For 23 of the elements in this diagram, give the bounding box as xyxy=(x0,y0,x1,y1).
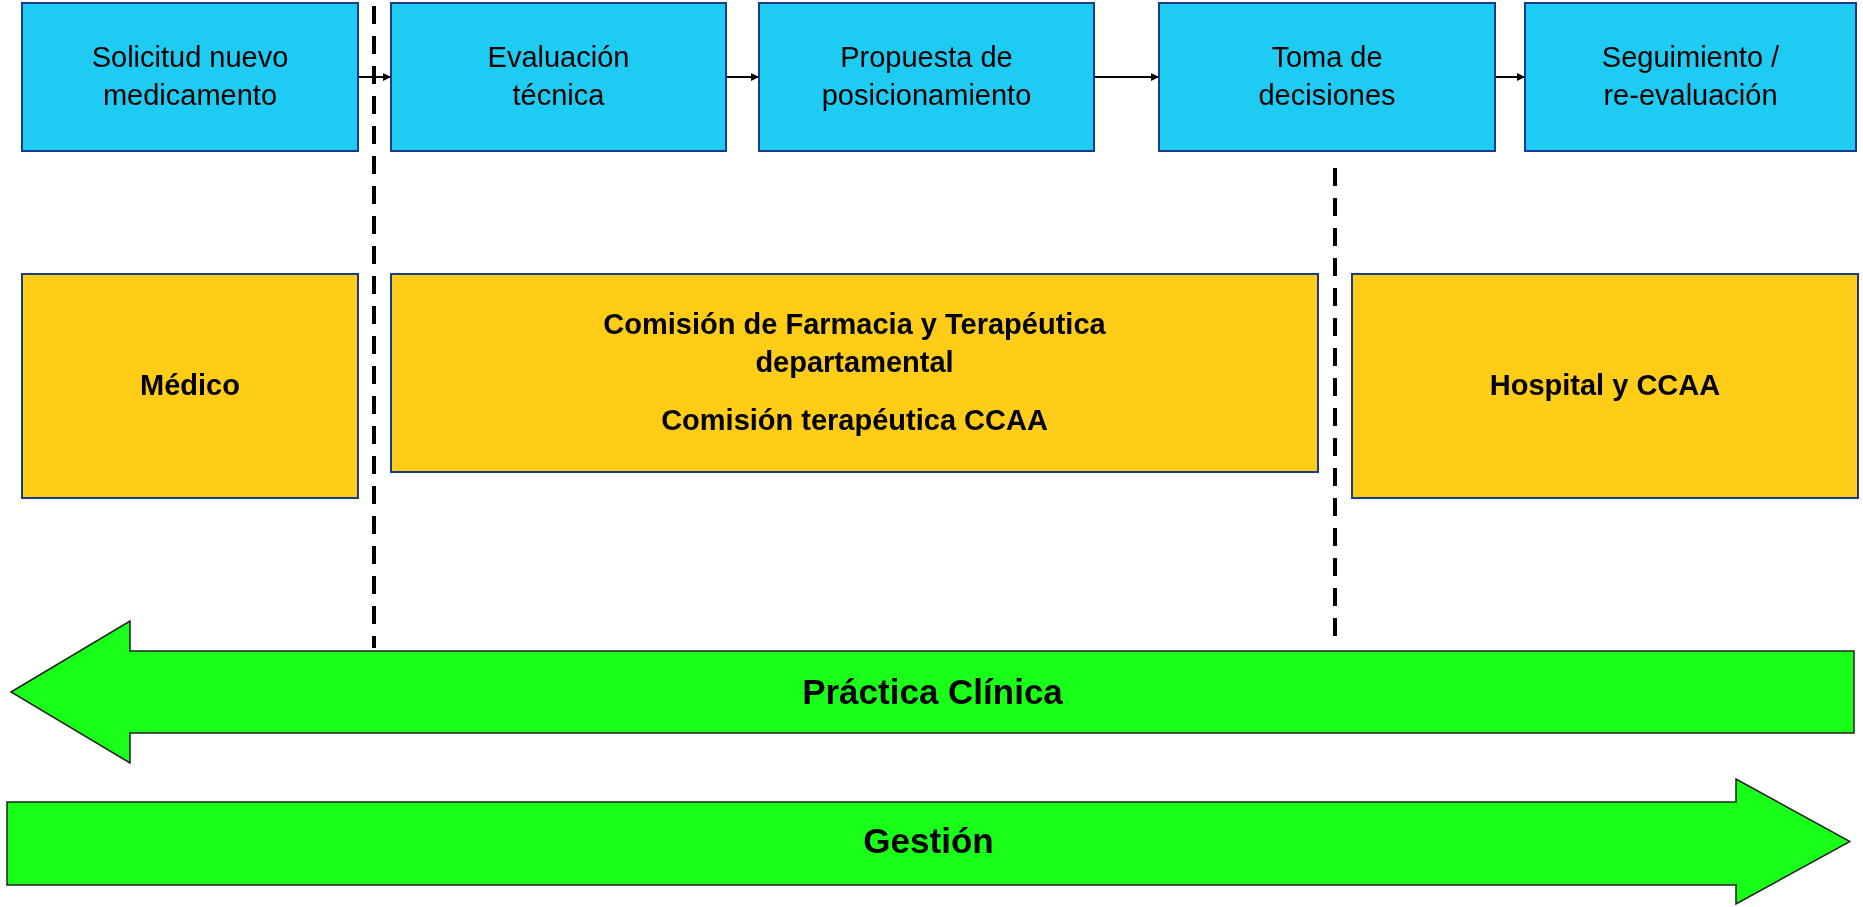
step-label: Seguimiento / re-evaluación xyxy=(1600,40,1781,113)
actor-label: Médico xyxy=(140,368,240,404)
step-label: Solicitud nuevo medicamento xyxy=(90,40,290,113)
process-box xyxy=(21,2,359,152)
band-label: Práctica Clínica xyxy=(802,670,1063,713)
actor-box xyxy=(1351,273,1859,499)
actor-box xyxy=(390,273,1319,473)
actor-label: Comisión de Farmacia y Terapéutica departamental xyxy=(602,307,1107,381)
step-label: Evaluación técnica xyxy=(486,40,631,113)
band-label: Gestión xyxy=(863,820,994,863)
arrow xyxy=(726,73,759,81)
process-box xyxy=(390,2,727,152)
actor-label: Comisión terapéutica CCAA xyxy=(661,402,1048,438)
actor-label: Hospital y CCAA xyxy=(1489,368,1721,404)
step-label: Toma de decisiones xyxy=(1257,40,1397,113)
process-box xyxy=(1524,2,1857,152)
step-label: Propuesta de posicionamiento xyxy=(820,40,1033,113)
process-box xyxy=(1158,2,1496,152)
process-box xyxy=(758,2,1095,152)
arrow xyxy=(1495,73,1525,81)
actor-box xyxy=(21,273,359,499)
arrow xyxy=(358,73,391,81)
arrow xyxy=(1094,73,1159,81)
